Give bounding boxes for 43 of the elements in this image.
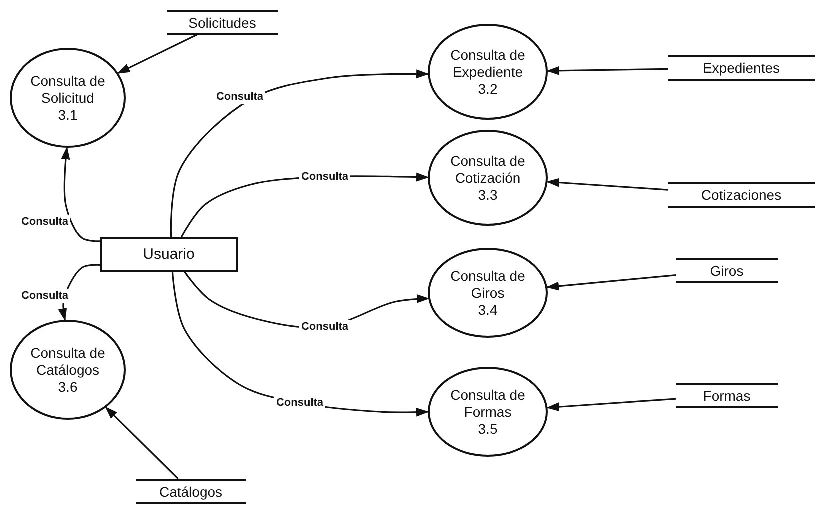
node-label: Consulta de Catálogos [30, 344, 106, 378]
node-label: Giros [710, 262, 744, 278]
arrow [546, 66, 668, 76]
arrow [546, 398, 676, 412]
process-number: 3.1 [58, 106, 78, 124]
process-number: 3.3 [478, 186, 498, 204]
arrow [117, 34, 198, 74]
node-label: Consulta de Cotización [450, 152, 526, 186]
edge-label: Consulta [19, 289, 71, 303]
node-label: Cotizaciones [701, 187, 782, 203]
arrow [105, 406, 179, 480]
node-label: Solicitudes [188, 14, 256, 30]
edge-label: Consulta [274, 396, 326, 410]
arrow [546, 178, 668, 191]
process-circle [428, 130, 548, 226]
data-store [676, 258, 778, 283]
process-circle [428, 248, 548, 338]
data-store [676, 383, 778, 408]
node-label: Consulta de Giros [450, 268, 526, 302]
node-label: Usuario [143, 246, 195, 263]
node-label: Catálogos [159, 484, 223, 500]
process-number: 3.6 [58, 378, 78, 396]
data-store [167, 10, 278, 35]
external-entity-box [100, 237, 238, 272]
process-circle [10, 48, 126, 148]
process-circle [428, 367, 548, 457]
process-number: 3.4 [478, 302, 498, 318]
node-label: Expedientes [702, 60, 780, 76]
node-label: Consulta de Solicitud [30, 72, 106, 106]
node-label: Formas [703, 388, 751, 404]
process-number: 3.5 [478, 420, 498, 438]
data-store [668, 55, 815, 81]
arrow [61, 146, 100, 242]
data-store [136, 479, 246, 504]
process-number: 3.2 [478, 80, 498, 98]
data-store [668, 182, 815, 208]
process-circle [428, 24, 548, 120]
process-circle [10, 320, 126, 420]
arrow [546, 274, 676, 291]
node-label: Consulta de Formas [450, 386, 526, 420]
node-label: Consulta de Expediente [450, 46, 526, 80]
edge-label: Consulta [214, 90, 266, 104]
arrow [170, 70, 430, 238]
